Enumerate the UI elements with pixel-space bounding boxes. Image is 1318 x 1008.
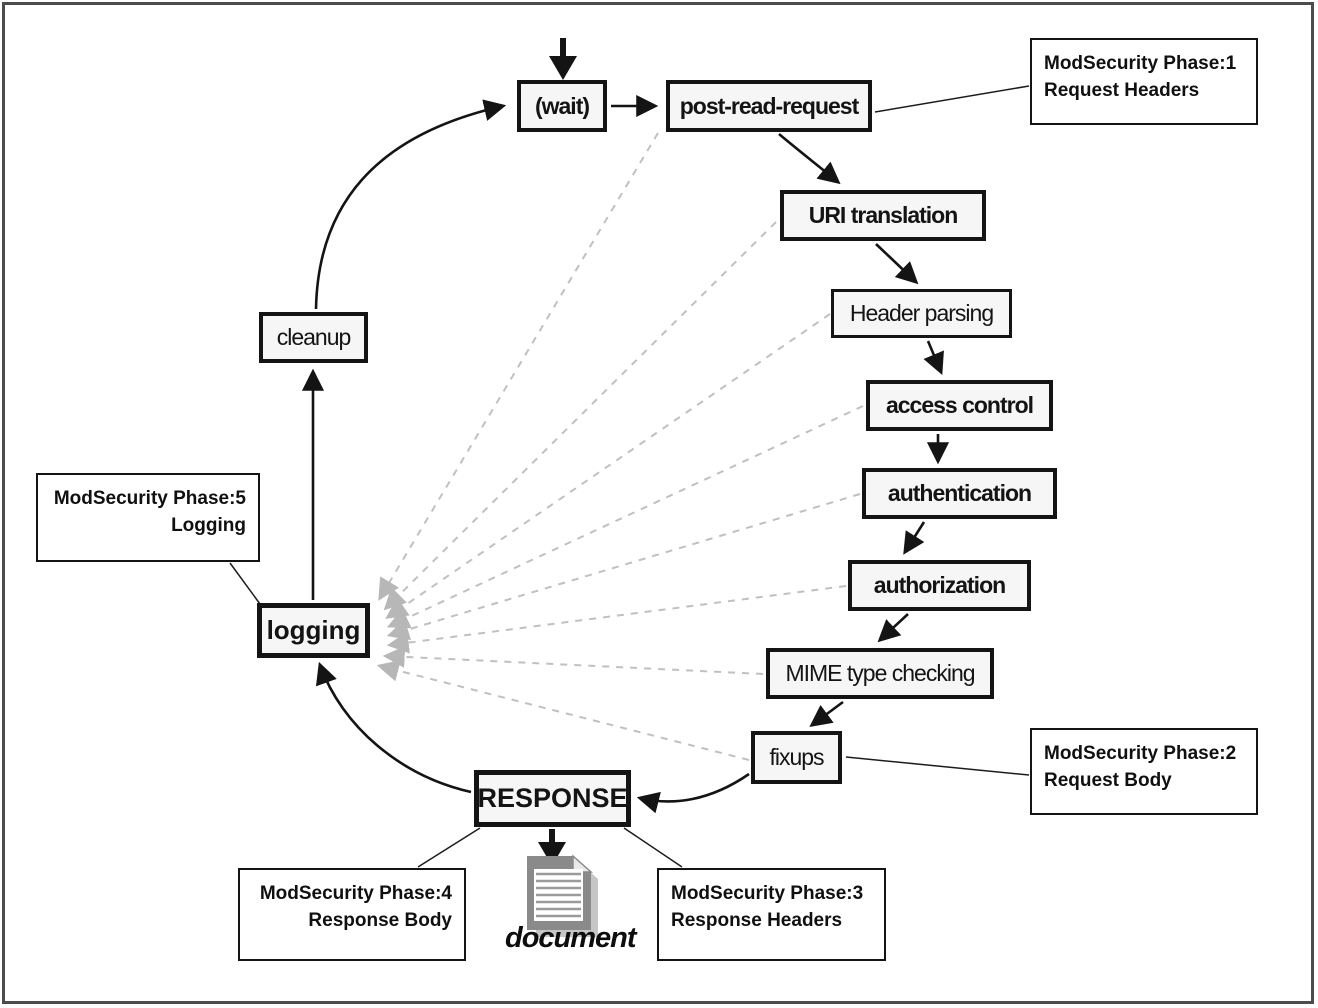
arrow-authentication-to-authorization [903,521,926,555]
annotation-phase1-line2: Request Headers [1044,79,1200,101]
arrow-mime-to-fixups [809,700,844,727]
node-uri-translation: URI translation [780,190,986,241]
document-label: document [505,922,637,954]
node-cleanup: cleanup [259,312,368,363]
arrow-response-to-document-head [538,842,566,866]
annotation-phase2-line1: ModSecurity Phase:2 [1044,743,1237,764]
arrow-fixups-to-response [636,772,750,814]
node-access-control: access control [866,380,1053,431]
callout-response-phase3 [623,827,683,868]
node-header-parsing: Header parsing [831,289,1012,338]
arrow-enter-wait-head [549,56,577,80]
flow-arrows [301,38,950,866]
document-icon [527,854,598,937]
node-wait: (wait) [517,80,607,132]
arrow-cleanup-to-wait [314,99,507,310]
annotation-phase4-line2: Response Body [308,909,452,931]
annotation-phase3-line1: ModSecurity Phase:3 [671,883,864,904]
arrow-headerparsing-to-access [923,340,944,376]
arrow-uri-to-headerparsing [875,243,919,285]
annotation-phase4-line1: ModSecurity Phase:4 [259,883,452,904]
annotation-phase5: ModSecurity Phase:5 Logging [36,473,260,562]
node-fixups: fixups [751,731,842,784]
annotation-phase1: ModSecurity Phase:1 Request Headers [1030,38,1258,125]
dashed-logging-arrows [376,132,864,761]
annotation-phase3-line2: Response Headers [671,909,843,931]
annotation-phase4: ModSecurity Phase:4 Response Body [238,868,466,961]
arrow-response-to-logging [315,661,472,794]
node-mime-type-checking: MIME type checking [766,648,994,699]
arrow-prr-to-uri [778,133,841,185]
callout-lines [229,85,1030,868]
callout-phase5-logging [229,562,261,605]
callout-fixups-phase2 [845,756,1030,776]
node-response: RESPONSE [474,770,631,827]
node-post-read-request: post-read-request [666,80,872,132]
annotation-phase5-line2: Logging [171,514,246,536]
annotation-phase2-line2: Request Body [1044,769,1172,791]
annotation-phase5-line1: ModSecurity Phase:5 [53,488,246,509]
node-authorization: authorization [848,560,1031,611]
callout-prr-phase1 [874,85,1030,113]
arrow-authorization-to-mime [877,613,909,643]
callout-response-phase4 [417,827,481,868]
annotation-phase3: ModSecurity Phase:3 Response Headers [657,868,886,961]
annotation-phase1-line1: ModSecurity Phase:1 [1044,53,1237,74]
annotation-phase2: ModSecurity Phase:2 Request Body [1030,728,1258,815]
node-authentication: authentication [862,468,1057,519]
node-logging: logging [257,603,370,658]
